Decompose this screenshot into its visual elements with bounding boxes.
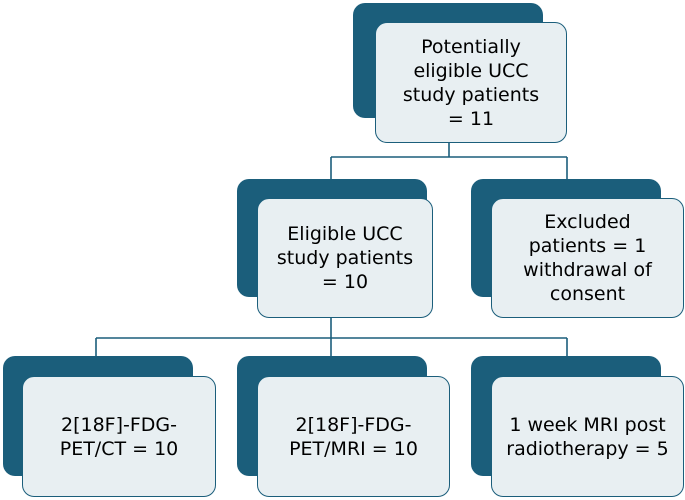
eligible-node-label: Eligible UCC study patients = 10: [276, 223, 414, 293]
root-node-label: Potentially eligible UCC study patients …: [402, 35, 540, 130]
excluded-node: Excluded patients = 1 withdrawal of cons…: [471, 179, 685, 318]
excluded-node-label: Excluded patients = 1 withdrawal of cons…: [523, 211, 652, 305]
pet-mri-node-box: 2[18F]-FDG-PET/MRI = 10: [257, 376, 450, 497]
mri-post-node-label: 1 week MRI post radiotherapy = 5: [506, 413, 669, 460]
eligible-node: Eligible UCC study patients = 10: [237, 179, 433, 318]
pet-ct-node-label: 2[18F]-FDG-PET/CT = 10: [59, 413, 179, 460]
pet-mri-node-label: 2[18F]-FDG-PET/MRI = 10: [289, 413, 418, 460]
pet-mri-node: 2[18F]-FDG-PET/MRI = 10: [237, 356, 450, 497]
mri-post-node: 1 week MRI post radiotherapy = 5: [471, 356, 685, 497]
eligible-node-box: Eligible UCC study patients = 10: [257, 198, 433, 318]
root-node-box: Potentially eligible UCC study patients …: [375, 22, 567, 143]
mri-post-node-box: 1 week MRI post radiotherapy = 5: [491, 376, 684, 497]
pet-ct-node-box: 2[18F]-FDG-PET/CT = 10: [22, 376, 216, 497]
root-node: Potentially eligible UCC study patients …: [353, 3, 569, 143]
excluded-node-box: Excluded patients = 1 withdrawal of cons…: [491, 198, 684, 318]
pet-ct-node: 2[18F]-FDG-PET/CT = 10: [3, 356, 216, 497]
